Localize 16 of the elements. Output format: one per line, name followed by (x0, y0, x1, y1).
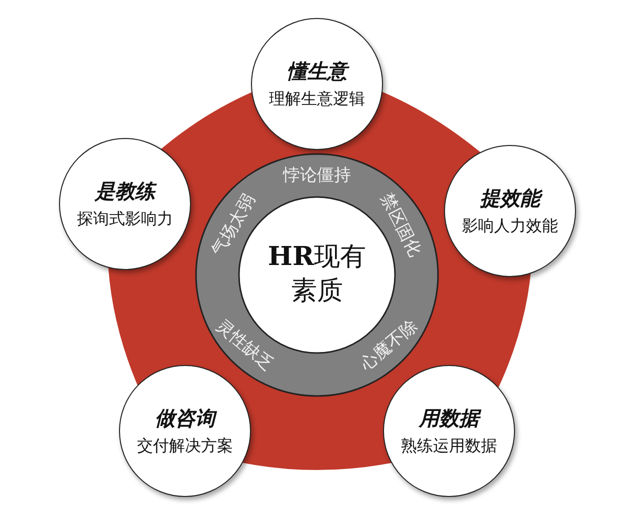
circle-subtitle: 理解生意逻辑 (269, 89, 365, 110)
ring-label: 灵性缺乏 (212, 314, 278, 376)
circle-subtitle: 影响人力效能 (462, 216, 558, 237)
ring-band (195, 153, 439, 397)
circle-title: 做咨询 (155, 405, 215, 432)
ring-label: 禁区固化 (375, 189, 426, 261)
circle-subtitle: 交付解决方案 (137, 436, 233, 457)
circle-subtitle: 熟练运用数据 (401, 436, 497, 457)
ring-label: 心魔不除 (356, 314, 422, 376)
circle-title: 是教练 (95, 178, 155, 205)
circle-title: 懂生意 (287, 58, 347, 85)
ring-label: 悖论僵持 (283, 164, 351, 186)
circle-title: 用数据 (419, 405, 479, 432)
ring-label: 气场太弱 (206, 190, 260, 260)
center-title: HR现有素质 (266, 241, 368, 308)
circle-subtitle: 探询式影响力 (77, 209, 173, 230)
